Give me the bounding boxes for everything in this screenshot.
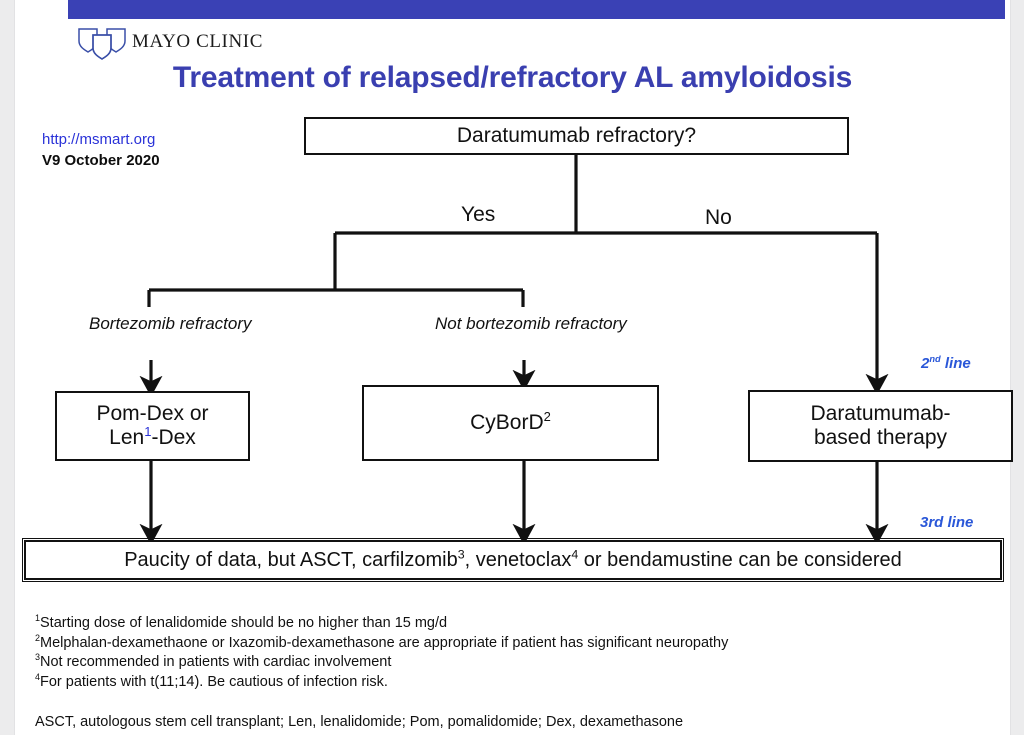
pom-line2-pre: Len <box>109 426 145 449</box>
footnote-marker: 1 <box>35 613 40 624</box>
footnote-item: 3Not recommended in patients with cardia… <box>35 653 995 673</box>
bottom-pre: Paucity of data, but ASCT, carfilzomib <box>124 548 458 571</box>
annotation-second-line: 2nd line <box>921 354 971 372</box>
pom-line2-post: -Dex <box>151 426 196 449</box>
bottom-mid: , venetoclax <box>464 548 572 571</box>
annotation-third-line: 3rd line <box>920 514 974 531</box>
mayo-clinic-wordmark: MAYO CLINIC <box>132 31 263 52</box>
footnote-marker: 2 <box>35 632 40 643</box>
left-gutter <box>0 0 15 735</box>
bottom-box-paucity-of-data[interactable]: Paucity of data, but ASCT, carfilzomib3,… <box>24 540 1002 580</box>
footnote-item: 1Starting dose of lenalidomide should be… <box>35 614 995 634</box>
therapy-box-cyborD-label: CyBorD2 <box>470 409 551 435</box>
msmart-link[interactable]: http://msmart.org <box>42 131 156 148</box>
therapy-box-daratumumab-based-therapy[interactable]: Daratumumab-based therapy <box>748 390 1013 462</box>
second-line-num: 2 <box>921 355 930 372</box>
cyborD-footnote-marker: 2 <box>543 409 551 425</box>
mayo-shield-icon <box>78 28 126 60</box>
footnote-text: Melphalan-dexamethaone or Ixazomib-dexam… <box>40 634 729 651</box>
decision-box-label: Daratumumab refractory? <box>456 124 697 148</box>
therapy-box-cyborD[interactable]: CyBorD2 <box>362 385 659 461</box>
pom-line1: Pom-Dex or <box>96 402 209 426</box>
decision-box-daratumumab-refractory[interactable]: Daratumumab refractory? <box>304 117 849 155</box>
bottom-post: or bendamustine can be considered <box>578 548 902 571</box>
footnote-item: 4For patients with t(11;14). Be cautious… <box>35 671 995 693</box>
footnote-item: 2Melphalan-dexamethaone or Ixazomib-dexa… <box>35 632 995 654</box>
cyborD-text: CyBorD <box>470 411 544 435</box>
bottom-box-outer-border <box>22 538 1004 582</box>
second-line-word: line <box>940 355 971 372</box>
flowchart: Daratumumab refractory? Yes No Bortezomi… <box>15 0 1013 600</box>
abbreviations-line: ASCT, autologous stem cell transplant; L… <box>35 714 684 730</box>
flowchart-connectors <box>139 155 889 545</box>
therapy-box-dara-label: Daratumumab-based therapy <box>810 402 950 449</box>
sublabel-not-bortezomib-refractory: Not bortezomib refractory <box>435 314 627 333</box>
bottom-box-label: Paucity of data, but ASCT, carfilzomib3,… <box>124 547 902 571</box>
branch-label-yes: Yes <box>461 203 496 226</box>
right-gutter <box>1010 0 1024 735</box>
header-blue-band <box>68 0 1005 19</box>
footnote-text: Starting dose of lenalidomide should be … <box>40 615 448 631</box>
branch-label-no: No <box>705 206 732 229</box>
bottom-footnote-marker-3: 3 <box>457 547 465 562</box>
footnote-marker: 3 <box>35 652 40 663</box>
footnote-marker: 4 <box>35 671 40 682</box>
footnotes-list: 1Starting dose of lenalidomide should be… <box>35 614 995 692</box>
version-label: V9 October 2020 <box>42 152 160 169</box>
mayo-clinic-logo: MAYO CLINIC <box>77 27 277 61</box>
dara-line2: based therapy <box>813 426 948 449</box>
sublabel-bortezomib-refractory: Bortezomib refractory <box>89 314 252 333</box>
dara-line1: Daratumumab- <box>810 402 951 426</box>
page-title: Treatment of relapsed/refractory AL amyl… <box>172 61 853 94</box>
slide-page: MAYO CLINIC Treatment of relapsed/refrac… <box>15 0 1013 735</box>
bottom-footnote-marker-4: 4 <box>571 547 579 562</box>
pom-footnote-marker: 1 <box>144 424 152 439</box>
footnote-text: Not recommended in patients with cardiac… <box>40 654 392 670</box>
second-line-ordinal-suffix: nd <box>929 354 941 364</box>
footnote-text: For patients with t(11;14). Be cautious … <box>40 673 388 690</box>
